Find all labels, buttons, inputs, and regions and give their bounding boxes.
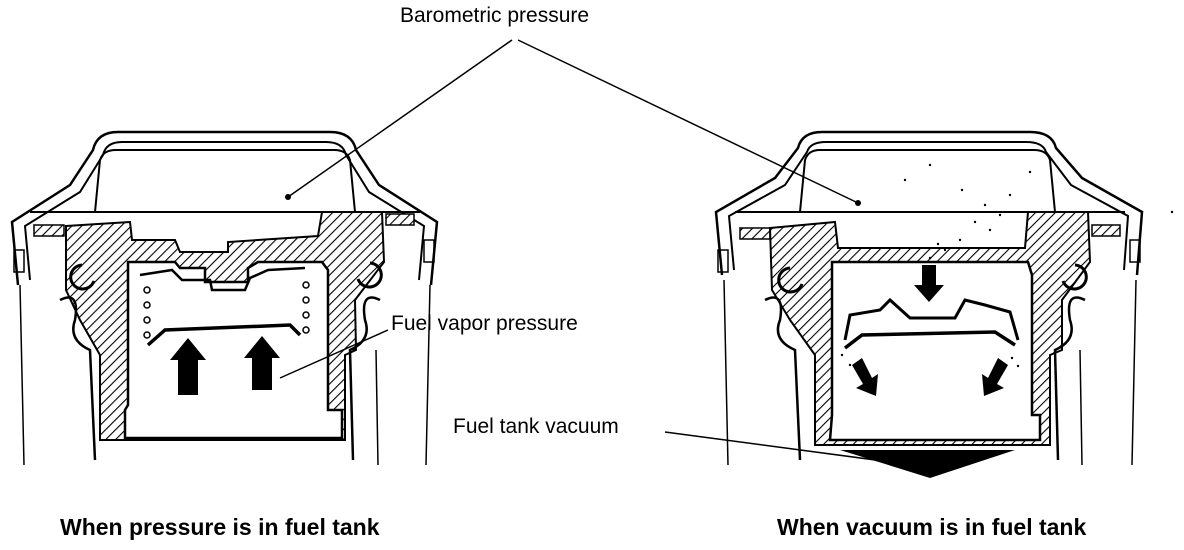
left-up-arrow-1	[170, 338, 206, 395]
right-fuel-cap	[714, 130, 1144, 478]
left-cap-shell-outer	[10, 130, 439, 286]
right-down-arrow	[914, 265, 944, 302]
leader-lines	[279, 39, 929, 468]
left-up-arrow-2	[244, 336, 280, 390]
label-fuel-vapor-pressure: Fuel vapor pressure	[391, 312, 578, 335]
caption-right: When vacuum is in fuel tank	[777, 514, 1087, 540]
right-cap-shell-outer	[714, 130, 1144, 276]
right-diag-arrow-right	[982, 358, 1008, 396]
caption-left: When pressure is in fuel tank	[60, 514, 380, 540]
label-fuel-tank-vacuum: Fuel tank vacuum	[453, 415, 619, 438]
vacuum-wedge-arrow	[840, 450, 1015, 478]
right-diag-arrow-left	[852, 358, 878, 396]
left-cap-dome	[94, 149, 356, 213]
label-barometric-pressure: Barometric pressure	[400, 4, 590, 27]
left-fuel-cap	[10, 130, 439, 466]
